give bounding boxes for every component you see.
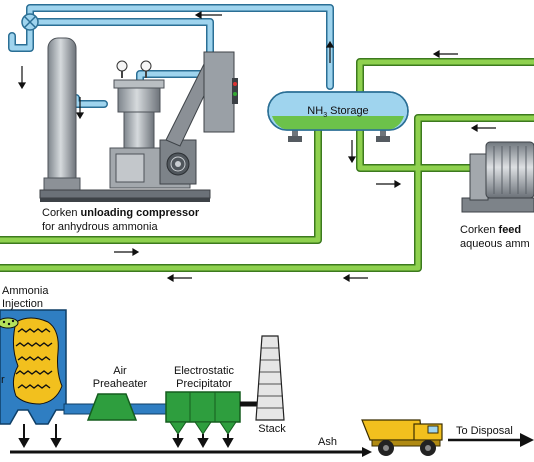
arrow-icon [347, 140, 357, 164]
esp-label-2: Precipitator [176, 378, 232, 390]
esp-ash-arrows [172, 434, 234, 449]
ash-drop-arrows [18, 424, 62, 449]
gauge-icon [140, 60, 152, 78]
feed-pump-label: Corken feed [460, 224, 521, 236]
nh3-storage-tank [267, 91, 409, 142]
air-preheater [86, 393, 138, 421]
compressor-sublabel: for anhydrous ammonia [42, 221, 158, 233]
liquid-pipe-network [0, 58, 534, 272]
electrostatic-precipitator [165, 391, 241, 435]
haul-truck [361, 419, 443, 456]
storage-label: NH3 Storage [307, 105, 368, 119]
arrow-icon [75, 97, 85, 120]
boiler-label-fragment: r [1, 374, 5, 386]
unloading-compressor [39, 37, 238, 202]
arrow-icon [166, 273, 192, 283]
arrow-icon [17, 66, 27, 90]
compressor-label: Corken unloading compressor [42, 207, 200, 219]
disposal-label: To Disposal [456, 425, 513, 437]
boiler [0, 309, 67, 425]
arrow-icon [432, 49, 458, 59]
ash-label: Ash [318, 436, 337, 448]
stack-label: Stack [258, 423, 286, 435]
arrow-icon [325, 40, 335, 63]
feed-pump-sublabel: aqueous amm [460, 238, 530, 250]
air-preheater-label-1: Air [113, 365, 127, 377]
esp-label-1: Electrostatic [174, 365, 234, 377]
ammonia-label-1: Ammonia [2, 285, 49, 297]
gauge-icon [116, 60, 128, 78]
feed-pump [461, 141, 534, 213]
arrow-icon [342, 273, 368, 283]
arrow-icon [376, 179, 402, 189]
arrow-icon [114, 247, 140, 257]
arrow-icon [362, 447, 372, 457]
arrow-icon [520, 433, 534, 447]
valve-icon [21, 13, 39, 31]
arrow-icon [470, 123, 496, 133]
fan-icon [166, 152, 190, 176]
air-preheater-label-2: Preaheater [93, 378, 148, 390]
arrow-icon [194, 10, 222, 20]
flow-arrows [17, 10, 496, 283]
ammonia-label-2: Injection [2, 298, 43, 310]
stack-chimney [255, 335, 285, 421]
